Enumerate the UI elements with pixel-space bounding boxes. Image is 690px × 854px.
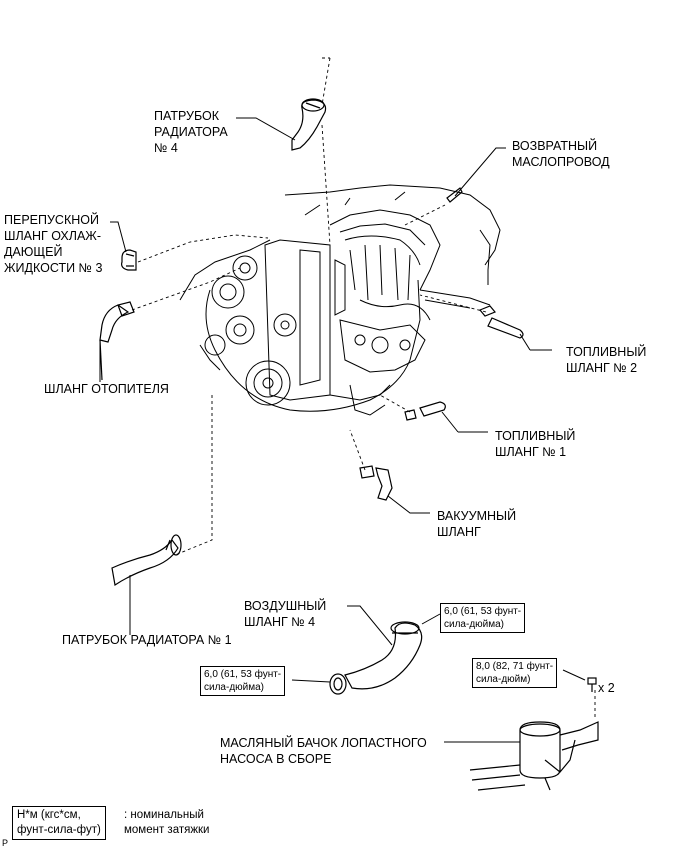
label-line: МАСЛОПРОВОД bbox=[512, 155, 610, 169]
legend-line: Н*м (кгс*см, bbox=[17, 809, 81, 821]
torque-line: 6,0 (61, 53 фунт- bbox=[444, 606, 522, 617]
label-fuel-hose-1: ТОПЛИВНЫЙ ШЛАНГ № 1 bbox=[495, 428, 575, 460]
label-heater-hose: ШЛАНГ ОТОПИТЕЛЯ bbox=[44, 382, 169, 396]
engine-assembly bbox=[179, 184, 501, 416]
torque-line: сила-дюйма) bbox=[204, 682, 264, 693]
solid-leaders bbox=[99, 117, 586, 743]
bolt-quantity: x 2 bbox=[598, 681, 615, 695]
label-line: НАСОСА В СБОРЕ bbox=[220, 752, 332, 766]
label-line: РАДИАТОРА bbox=[154, 125, 228, 139]
reservoir-bolt-part bbox=[587, 677, 597, 692]
label-line: ПАТРУБОК bbox=[154, 109, 220, 123]
bypass-hose-3-part bbox=[121, 249, 137, 271]
radiator-hose-1-part bbox=[111, 534, 182, 587]
oil-reservoir-part bbox=[469, 721, 599, 791]
label-oil-reservoir: МАСЛЯНЫЙ БАЧОК ЛОПАСТНОГО НАСОСА В СБОРЕ bbox=[220, 735, 427, 767]
corner-mark: P bbox=[2, 838, 9, 848]
label-bypass-hose-3: ПЕРЕПУСКНОЙ ШЛАНГ ОХЛАЖ- ДАЮЩЕЙ ЖИДКОСТИ… bbox=[4, 212, 102, 276]
label-line: ТОПЛИВНЫЙ bbox=[566, 345, 647, 359]
label-line: ШЛАНГ № 4 bbox=[244, 615, 316, 629]
legend-torque-unit-box: Н*м (кгс*см, фунт-сила-фут) bbox=[12, 806, 106, 840]
torque-line: сила-дюйм) bbox=[476, 674, 531, 685]
dashed-leaders bbox=[131, 57, 596, 718]
label-fuel-hose-2: ТОПЛИВНЫЙ ШЛАНГ № 2 bbox=[566, 344, 646, 376]
label-radiator-hose-4: ПАТРУБОК РАДИАТОРА № 4 bbox=[154, 108, 228, 156]
heater-hose-part bbox=[99, 301, 135, 381]
label-oil-return-line: ВОЗВРАТНЫЙ МАСЛОПРОВОД bbox=[512, 138, 610, 170]
label-line: ЖИДКОСТИ № 3 bbox=[4, 261, 103, 275]
label-line: МАСЛЯНЫЙ БАЧОК ЛОПАСТНОГО bbox=[220, 736, 427, 750]
label-radiator-hose-1: ПАТРУБОК РАДИАТОРА № 1 bbox=[62, 633, 232, 647]
torque-spec-reservoir-bolt: 8,0 (82, 71 фунт- сила-дюйм) bbox=[472, 658, 558, 688]
vacuum-hose-part bbox=[359, 465, 393, 501]
legend-line: фунт-сила-фут) bbox=[17, 824, 101, 836]
label-line: ШЛАНГ ОХЛАЖ- bbox=[4, 229, 102, 243]
label-air-hose-4: ВОЗДУШНЫЙ ШЛАНГ № 4 bbox=[244, 598, 326, 630]
torque-line: 8,0 (82, 71 фунт- bbox=[476, 661, 554, 672]
label-line: ШЛАНГ № 2 bbox=[566, 361, 638, 375]
fuel-hose-2-part bbox=[479, 305, 524, 339]
legend-description: : номинальный момент затяжки bbox=[124, 808, 209, 838]
torque-line: сила-дюйма) bbox=[444, 619, 504, 630]
torque-line: 6,0 (61, 53 фунт- bbox=[204, 669, 282, 680]
torque-spec-air-hose-upper: 6,0 (61, 53 фунт- сила-дюйма) bbox=[440, 603, 526, 633]
label-line: ВОЗВРАТНЫЙ bbox=[512, 139, 598, 153]
label-line: ШЛАНГ bbox=[437, 525, 481, 539]
air-hose-4-part bbox=[329, 621, 423, 695]
torque-spec-air-hose-lower: 6,0 (61, 53 фунт- сила-дюйма) bbox=[200, 666, 286, 696]
label-line: ШЛАНГ № 1 bbox=[495, 445, 567, 459]
oil-return-line-part bbox=[446, 187, 463, 203]
legend-line: : номинальный bbox=[124, 809, 204, 821]
radiator-hose-4-part bbox=[291, 98, 327, 151]
label-line: ПЕРЕПУСКНОЙ bbox=[4, 213, 99, 227]
label-vacuum-hose: ВАКУУМНЫЙ ШЛАНГ bbox=[437, 508, 516, 540]
label-line: ВАКУУМНЫЙ bbox=[437, 509, 517, 523]
fuel-hose-1-part bbox=[404, 401, 446, 421]
label-line: № 4 bbox=[154, 141, 178, 155]
legend-line: момент затяжки bbox=[124, 824, 210, 836]
label-line: ВОЗДУШНЫЙ bbox=[244, 599, 327, 613]
label-line: ДАЮЩЕЙ bbox=[4, 245, 63, 259]
label-line: ТОПЛИВНЫЙ bbox=[495, 429, 576, 443]
